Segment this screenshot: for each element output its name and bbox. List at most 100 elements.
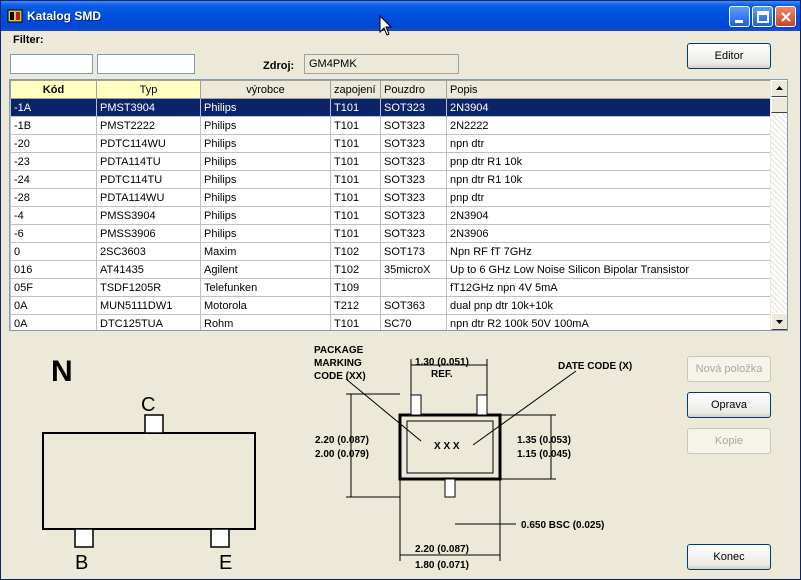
source-field: GM4PMK <box>304 54 459 74</box>
minimize-icon <box>735 20 743 23</box>
table-cell: PMSS3906 <box>96 224 201 243</box>
table-cell: -4 <box>10 206 97 225</box>
close-button[interactable]: Konec <box>687 544 771 570</box>
left-dim-2: 2.00 (0.079) <box>315 449 369 460</box>
table-cell: T101 <box>330 152 381 171</box>
column-header[interactable]: zapojení <box>330 80 381 99</box>
column-header[interactable]: Kód <box>10 80 97 99</box>
table-cell: T101 <box>330 188 381 207</box>
table-cell: Philips <box>200 206 331 225</box>
pin-c-lead <box>144 414 164 434</box>
filter-label: Filter: <box>13 34 44 46</box>
pin-b-lead <box>74 528 94 548</box>
table-cell: T101 <box>330 224 381 243</box>
table-cell: T102 <box>330 242 381 261</box>
table-cell: PMST3904 <box>96 98 201 117</box>
close-icon <box>781 12 791 22</box>
table-cell: DTC125TUA <box>96 314 201 330</box>
table-cell: 0 <box>10 242 97 261</box>
filter-input-code[interactable] <box>10 54 93 74</box>
close-window-button[interactable] <box>775 6 796 27</box>
table-cell: SOT363 <box>380 296 447 315</box>
table-cell: -28 <box>10 188 97 207</box>
right-dim-2: 1.15 (0.045) <box>517 449 571 460</box>
table-scrollbar[interactable] <box>770 80 787 330</box>
mouse-cursor-icon <box>379 15 393 36</box>
table-cell: dual pnp dtr 10k+10k <box>446 296 773 315</box>
pin-e-lead <box>210 528 230 548</box>
table-cell: Telefunken <box>200 278 331 297</box>
table-cell: T101 <box>330 314 381 330</box>
top-ref: REF. <box>431 369 453 380</box>
right-dim-1: 1.35 (0.053) <box>517 435 571 446</box>
table-cell: SOT323 <box>380 206 447 225</box>
table-cell: Motorola <box>200 296 331 315</box>
table-cell: -23 <box>10 152 97 171</box>
source-label: Zdroj: <box>263 60 295 72</box>
left-dim-1: 2.20 (0.087) <box>315 435 369 446</box>
editor-button[interactable]: Editor <box>687 43 771 69</box>
scroll-thumb[interactable] <box>771 97 787 113</box>
scroll-down-button[interactable] <box>771 313 787 330</box>
bottom-dim-1: 2.20 (0.087) <box>415 544 469 555</box>
marking-text: X X X <box>434 441 460 452</box>
title-bar[interactable]: Katalog SMD <box>1 1 800 31</box>
date-code-label: DATE CODE (X) <box>558 361 632 372</box>
table-cell: PDTC114TU <box>96 170 201 189</box>
column-header[interactable]: výrobce <box>200 80 331 99</box>
table-cell: Philips <box>200 116 331 135</box>
pitch-dim: 0.650 BSC (0.025) <box>521 520 604 531</box>
column-header[interactable]: Popis <box>446 80 773 99</box>
maximize-button[interactable] <box>752 6 773 27</box>
transistor-type-letter: N <box>51 355 73 388</box>
table-cell: SOT323 <box>380 188 447 207</box>
lead-top-left <box>410 394 422 416</box>
table-cell: Npn RF fT 7GHz <box>446 242 773 261</box>
smd-body-inner <box>406 420 494 474</box>
column-header[interactable]: Pouzdro <box>380 80 447 99</box>
table-cell: PDTA114WU <box>96 188 201 207</box>
top-dimension: 1.30 (0.051) <box>415 357 469 368</box>
pin-c-label: C <box>141 394 155 416</box>
pin-e-label: E <box>219 552 232 574</box>
minimize-button[interactable] <box>729 6 750 27</box>
table-cell: 2N3906 <box>446 224 773 243</box>
edit-button[interactable]: Oprava <box>687 392 771 418</box>
table-cell <box>380 278 447 297</box>
copy-button[interactable]: Kopie <box>687 428 771 454</box>
table-cell: -1A <box>10 98 97 117</box>
table-cell: Philips <box>200 170 331 189</box>
new-item-button[interactable]: Nová položka <box>687 356 771 382</box>
table-cell: Agilent <box>200 260 331 279</box>
table-cell: 0A <box>10 296 97 315</box>
filter-input-type[interactable] <box>97 54 195 74</box>
scroll-up-button[interactable] <box>771 80 787 97</box>
arrow-down-icon <box>776 320 783 324</box>
table-cell: 2N3904 <box>446 98 773 117</box>
table-cell: AT41435 <box>96 260 201 279</box>
table-cell: SOT323 <box>380 152 447 171</box>
table-cell: SOT323 <box>380 116 447 135</box>
table-cell: TSDF1205R <box>96 278 201 297</box>
table-cell: MUN5111DW1 <box>96 296 201 315</box>
table-cell: Philips <box>200 134 331 153</box>
package-body-outline <box>42 432 256 530</box>
column-header[interactable]: Typ <box>96 80 201 99</box>
table-cell: SOT323 <box>380 134 447 153</box>
table-cell: Philips <box>200 188 331 207</box>
